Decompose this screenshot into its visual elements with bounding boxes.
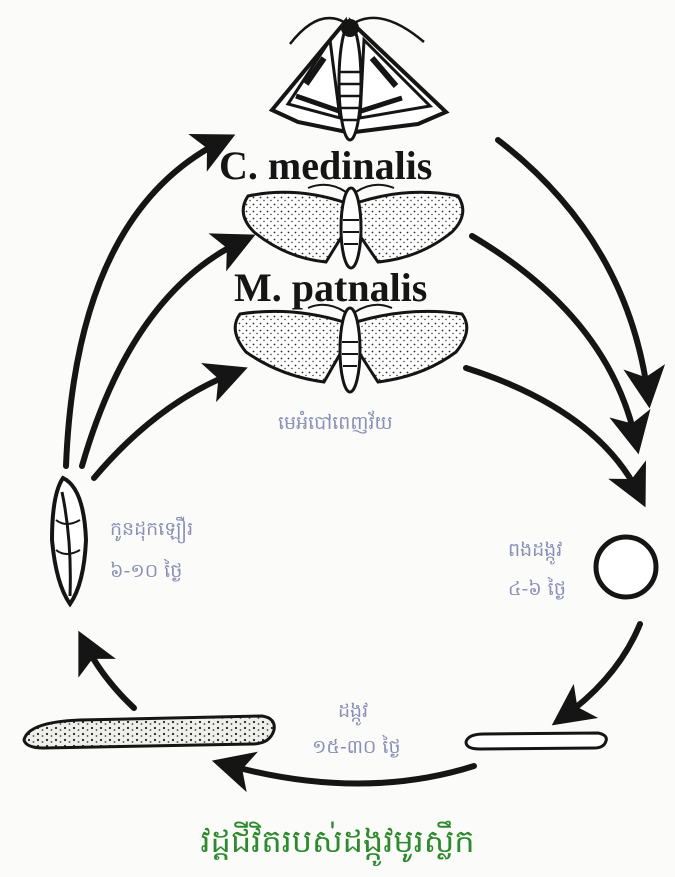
arrow-moth2-to-egg: [472, 236, 636, 442]
arrow-pupa-to-moth1: [66, 140, 224, 466]
egg-stage-label: ពងដង្កូវ: [508, 539, 562, 562]
species-label-c-medinalis: C. medinalis: [219, 146, 432, 186]
arrow-egg-to-larva: [562, 624, 640, 718]
larva-stage-label: ដង្កូវ: [338, 700, 368, 723]
pupa-stage-duration: ៦-១០ ថ្ងៃ: [110, 560, 182, 583]
arrow-larva-to-pupa: [84, 642, 134, 708]
egg-stage-duration: ៤-៦ ថ្ងៃ: [508, 578, 566, 601]
arrow-larva-growth: [224, 764, 474, 784]
pupa-illustration: [52, 478, 86, 604]
moth-m-patnalis-illustration: [243, 185, 463, 268]
moth-adult-illustration: [235, 305, 467, 392]
larva-mature-illustration: [24, 716, 274, 748]
egg-illustration: [596, 537, 656, 597]
moth-c-medinalis-illustration: [272, 18, 446, 140]
arrow-pupa-to-moth3: [94, 372, 236, 478]
adult-stage-label: មេអំបៅពេញវ័យ: [278, 412, 393, 435]
larva-young-illustration: [466, 733, 606, 749]
larva-stage-duration: ១៥-៣០ ថ្ងៃ: [312, 736, 401, 759]
pupa-stage-label: កូនដុកឡឿរ: [110, 518, 193, 541]
figure-caption: វដ្តជីវិតរបស់ដង្កូវមូរស្លឹក: [0, 822, 675, 860]
arrow-moth3-to-egg: [466, 368, 640, 496]
species-label-m-patnalis: M. patnalis: [234, 268, 427, 308]
